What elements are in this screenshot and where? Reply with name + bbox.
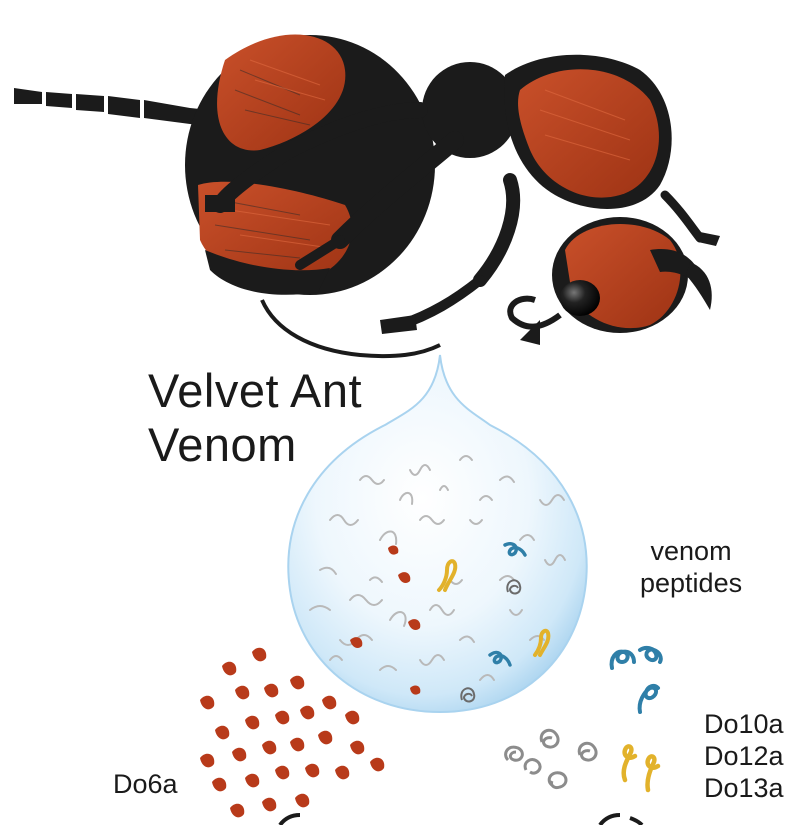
blue-peptides-extracted: [612, 648, 661, 712]
venom-peptides-line-2: peptides: [640, 567, 742, 599]
peptide-names-label: Do10a Do12a Do13a: [704, 708, 784, 804]
thorax: [422, 55, 672, 209]
peptide-name-do10a: Do10a: [704, 708, 784, 740]
compound-eye: [560, 280, 600, 316]
title-line-2: Venom: [148, 418, 362, 472]
venom-peptides-line-1: venom: [640, 535, 742, 567]
bottom-arcs: [280, 815, 642, 825]
title-line-1: Velvet Ant: [148, 364, 362, 418]
peptide-name-do12a: Do12a: [704, 740, 784, 772]
venom-peptides-label: venom peptides: [640, 535, 742, 599]
gold-peptides-extracted: [624, 746, 658, 790]
do6a-label: Do6a: [113, 769, 178, 800]
diagram-title: Velvet Ant Venom: [148, 364, 362, 472]
head: [510, 217, 705, 345]
peptide-name-do13a: Do13a: [704, 772, 784, 804]
velvet-ant: [14, 35, 720, 357]
gray-peptides-extracted: [506, 730, 596, 787]
